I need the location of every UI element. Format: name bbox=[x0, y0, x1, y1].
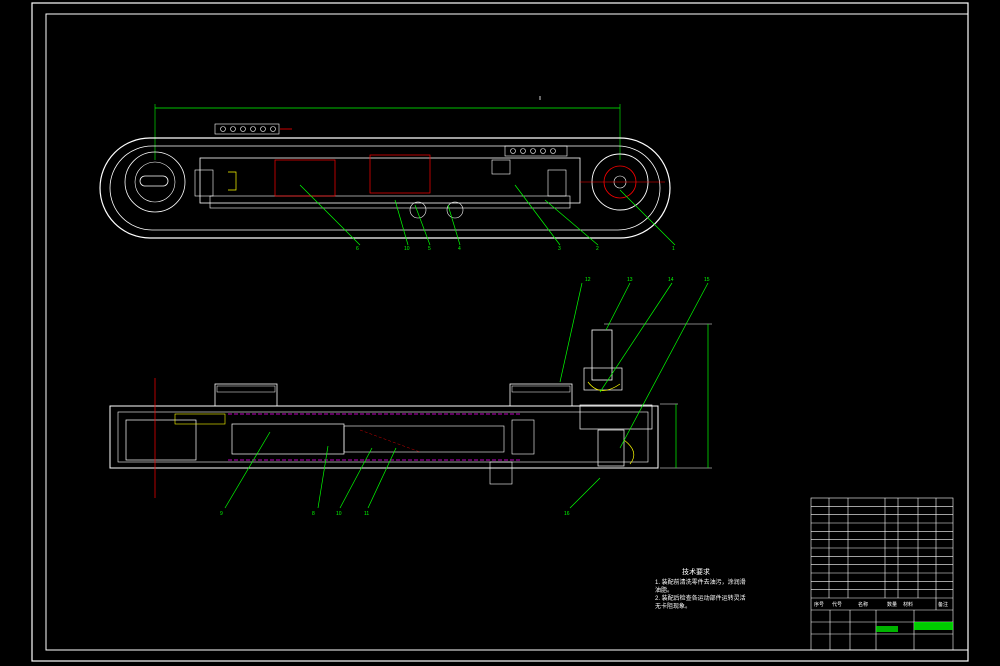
idler-wheel bbox=[124, 151, 186, 213]
top-callout: 6 bbox=[356, 246, 359, 252]
top-callout: 5 bbox=[428, 246, 431, 252]
top-callout: 3 bbox=[558, 246, 561, 252]
tb-label: 数量 bbox=[887, 601, 897, 608]
tb-label: 序号 bbox=[814, 601, 824, 608]
side-view: 12 13 14 15 9 8 10 11 16 bbox=[109, 277, 712, 517]
tb-label: 备注 bbox=[938, 601, 948, 608]
side-callout: 13 bbox=[627, 277, 633, 283]
top-view: 6 10 5 4 3 2 1 bbox=[99, 96, 676, 252]
sheet-border bbox=[31, 2, 969, 662]
notes-line: 1. 装配前清洗零件去油污，涂润滑 bbox=[655, 578, 746, 586]
top-callout: 2 bbox=[596, 246, 599, 252]
tb-label: 名称 bbox=[858, 601, 868, 608]
tb-label: 材料 bbox=[903, 601, 913, 608]
notes-title: 技术要求 bbox=[682, 567, 710, 576]
side-callout: 8 bbox=[312, 511, 315, 517]
side-callout: 14 bbox=[668, 277, 674, 283]
top-callout: 4 bbox=[458, 246, 461, 252]
drawing-frame bbox=[45, 13, 969, 651]
tb-label: 代号 bbox=[832, 601, 842, 608]
notes-line: 2. 装配后检查各运动部件运转灵活 bbox=[655, 594, 746, 602]
technical-notes: 技术要求 1. 装配前清洗零件去油污，涂润滑 油脂。 2. 装配后检查各运动部件… bbox=[655, 567, 746, 610]
side-callout: 10 bbox=[336, 511, 342, 517]
top-callout: 1 bbox=[672, 246, 675, 252]
title-block bbox=[810, 497, 954, 651]
side-callout: 15 bbox=[704, 277, 710, 283]
top-callout: 10 bbox=[404, 246, 410, 252]
title-block-labels: 序号 代号 名称 数量 材料 备注 bbox=[814, 601, 948, 608]
notes-line: 无卡阻现象。 bbox=[655, 602, 691, 610]
side-callout: 9 bbox=[220, 511, 223, 517]
side-callout: 16 bbox=[564, 511, 570, 517]
side-callout: 11 bbox=[364, 511, 369, 517]
notes-line: 油脂。 bbox=[655, 586, 673, 594]
side-callout: 12 bbox=[585, 277, 591, 283]
